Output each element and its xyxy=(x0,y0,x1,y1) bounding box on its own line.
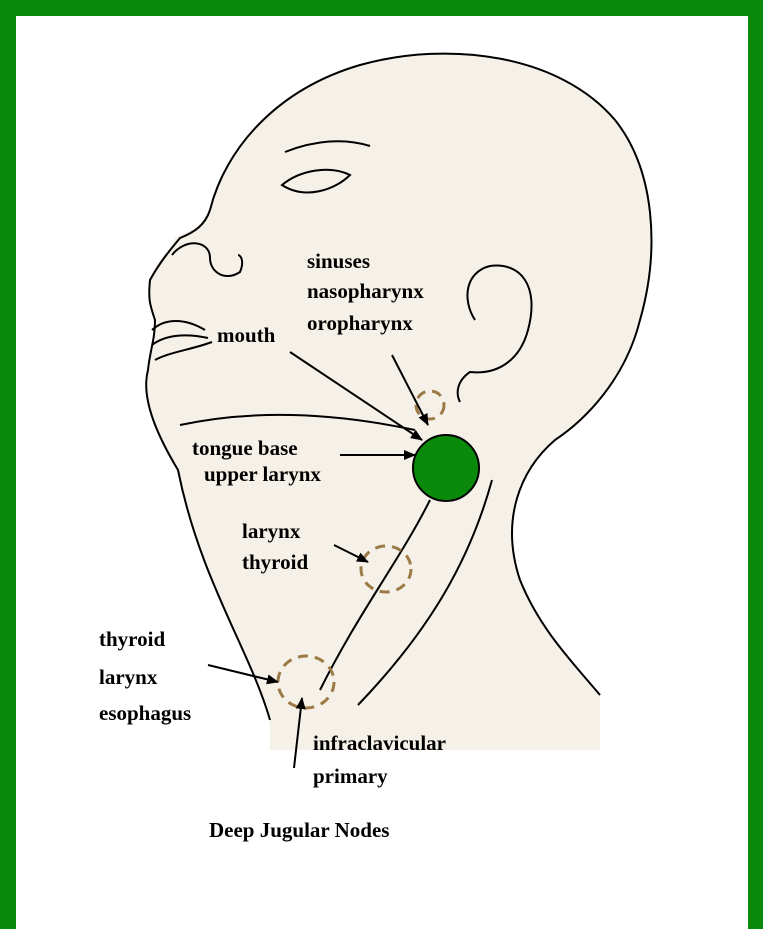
label-esophagus: esophagus xyxy=(99,701,191,725)
label-thyroid-mid: thyroid xyxy=(242,550,308,574)
label-nasopharynx: nasopharynx xyxy=(307,279,424,303)
diagram-frame: sinuses nasopharynx oropharynx mouth ton… xyxy=(16,16,748,929)
label-thyroid-low: thyroid xyxy=(99,627,165,651)
label-larynx-mid: larynx xyxy=(242,519,301,543)
label-primary: primary xyxy=(313,764,388,788)
head-outline xyxy=(146,54,651,750)
diagram-caption: Deep Jugular Nodes xyxy=(209,818,389,842)
label-oropharynx: oropharynx xyxy=(307,311,413,335)
label-infraclavicular: infraclavicular xyxy=(313,731,446,755)
label-tongue-base: tongue base xyxy=(192,436,298,460)
label-mouth: mouth xyxy=(217,323,276,347)
label-upper-larynx: upper larynx xyxy=(204,462,321,486)
label-sinuses: sinuses xyxy=(307,249,370,273)
jugular-node xyxy=(413,435,479,501)
label-larynx-low: larynx xyxy=(99,665,158,689)
head-neck-diagram: sinuses nasopharynx oropharynx mouth ton… xyxy=(16,16,748,929)
